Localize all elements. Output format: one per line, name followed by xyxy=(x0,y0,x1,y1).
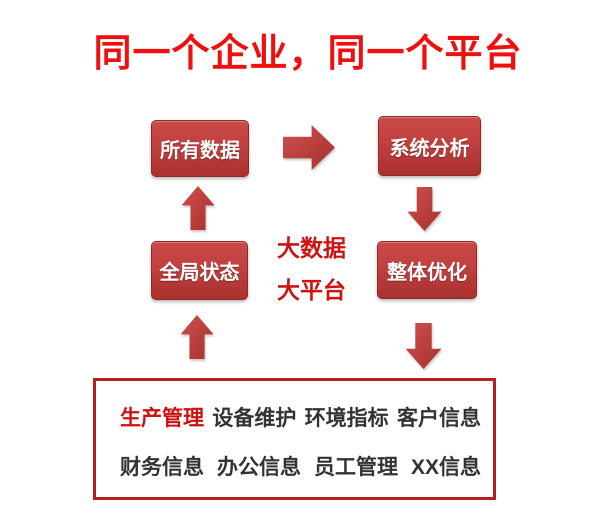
panel-item-equipment-maintenance: 设备维护 xyxy=(212,407,297,430)
panel-item-production-mgmt: 生产管理 xyxy=(120,407,204,430)
flow-box-overall-optimization-label: 整体优化 xyxy=(387,261,467,284)
arrow-down-icon xyxy=(404,323,443,369)
flow-box-all-data-label: 所有数据 xyxy=(160,140,240,162)
panel-item-office-info: 办公信息 xyxy=(216,456,301,479)
flow-box-all-data: 所有数据 xyxy=(151,120,249,177)
arrow-up-icon xyxy=(179,315,215,359)
arrow-right-icon xyxy=(283,122,335,173)
panel-item-environment-indicators: 环境指标 xyxy=(304,407,389,430)
panel-item-employee-mgmt: 员工管理 xyxy=(313,456,398,479)
center-label-line1: 大数据 xyxy=(277,235,346,261)
center-label: 大数据 大平台 xyxy=(277,227,346,311)
center-label-line2: 大平台 xyxy=(277,277,346,303)
flow-box-overall-optimization: 整体优化 xyxy=(377,241,477,299)
flow-box-system-analysis-label: 系统分析 xyxy=(389,137,470,160)
data-items-panel: 生产管理 设备维护 环境指标 客户信息 财务信息 办公信息 员工管理 XX信息 xyxy=(93,378,496,500)
panel-row-1: 生产管理 设备维护 环境指标 客户信息 xyxy=(120,402,481,432)
flow-box-system-analysis: 系统分析 xyxy=(378,116,481,176)
flow-box-global-status: 全局状态 xyxy=(151,241,248,300)
panel-item-finance-info: 财务信息 xyxy=(120,456,204,479)
arrow-down-icon xyxy=(406,187,443,231)
arrow-up-icon xyxy=(180,186,216,230)
panel-row-2: 财务信息 办公信息 员工管理 XX信息 xyxy=(120,451,481,481)
panel-item-customer-info: 客户信息 xyxy=(396,407,481,430)
panel-item-xx-info: XX信息 xyxy=(410,456,481,479)
page-title: 同一个企业，同一个平台 xyxy=(93,33,523,75)
flow-box-global-status-label: 全局状态 xyxy=(159,262,240,284)
